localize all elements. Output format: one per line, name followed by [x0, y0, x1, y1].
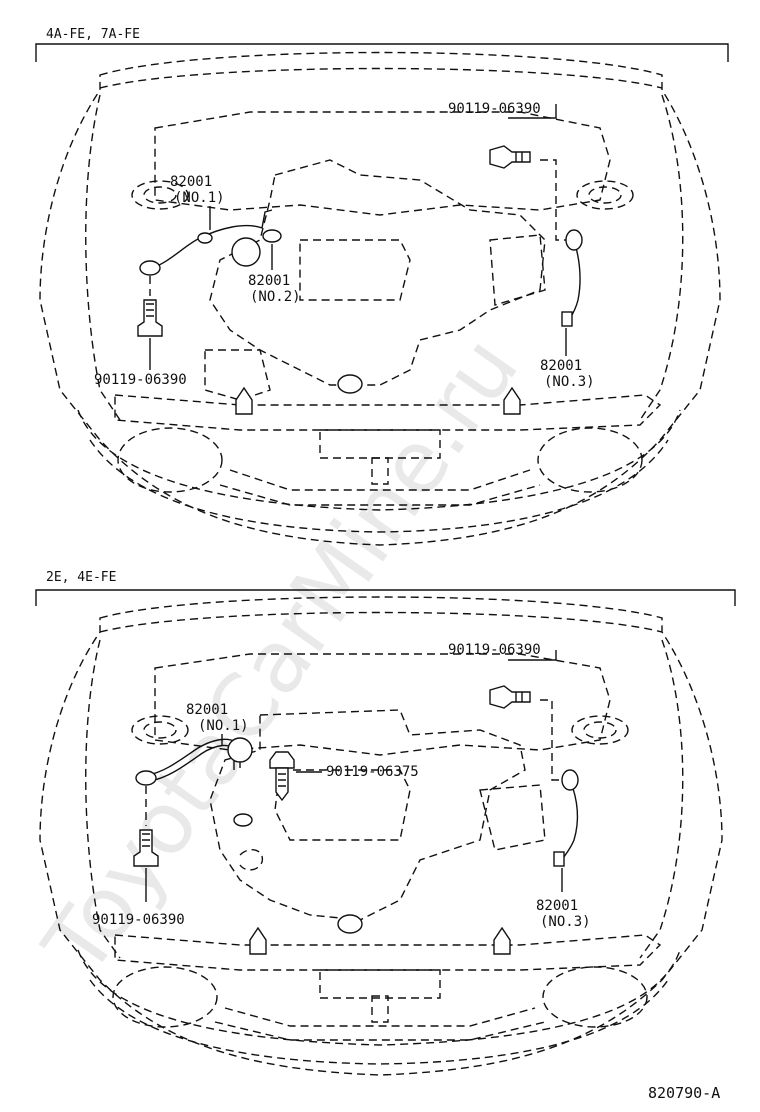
bolt-top-thread-1 [515, 152, 523, 162]
bumper-1 [77, 409, 681, 511]
headlight-right-1 [537, 427, 643, 493]
cable-terminal-no1-2a [135, 770, 157, 786]
label-cable3-part-1: 82001 [540, 358, 582, 374]
bolt-mid-thread-2 [278, 773, 286, 787]
ground-cable-no3 [567, 239, 581, 323]
label-cable1-no-2: (NO.1) [198, 718, 249, 734]
mount-post-left-1 [235, 386, 253, 415]
crossmember-1 [114, 394, 662, 431]
label-cable3-no-2: (NO.3) [540, 914, 591, 930]
cable-terminal-no1-a [139, 260, 161, 276]
strut-cap-right-1 [588, 186, 622, 204]
cable-terminal-no3-2a [561, 769, 579, 791]
section-2-header: 2E, 4E-FE [46, 570, 116, 585]
bolt-left-2 [133, 829, 159, 867]
engine-detail-a-1 [299, 239, 411, 301]
section-2: 2E, 4E-FE [35, 570, 736, 1076]
bolt-left-1 [137, 299, 163, 337]
grille-2 [224, 1007, 536, 1027]
cable-grommet-no1-2 [227, 737, 253, 763]
cable-terminal-no3-a [565, 229, 583, 251]
leader-bolt-top-1 [508, 104, 557, 119]
mount-post-right-2 [493, 926, 511, 955]
engine-detail-c-1 [204, 349, 271, 401]
fender-right-2 [639, 639, 684, 959]
bolt-top-1 [489, 145, 531, 169]
fender-right-1 [639, 94, 684, 421]
hood-inner-2 [99, 611, 663, 633]
cable-terminal-no3-b [561, 311, 573, 327]
bumper-2 [77, 949, 681, 1046]
section-1: 4A-FE, 7A-FE [35, 27, 729, 546]
engine-mount-1 [337, 374, 363, 394]
lower-frame-1 [319, 429, 441, 459]
engine-block-2 [209, 709, 526, 921]
lower-frame-2 [319, 969, 441, 999]
bolt-mid-2 [269, 751, 295, 769]
bolt-top-2 [489, 685, 531, 709]
strut-tower-right-2 [571, 715, 629, 745]
label-cable1-part-1: 82001 [170, 174, 212, 190]
headlight-left-2 [112, 966, 218, 1028]
strut-cap-left-2 [143, 721, 177, 739]
label-bolt-top-2: 90119-06390 [448, 642, 541, 658]
strut-cap-right-2 [583, 721, 617, 739]
label-cable2-no-1: (NO.2) [250, 289, 301, 305]
fender-left-1 [85, 94, 121, 421]
cable-end-no1 [261, 209, 273, 229]
label-cable3-part-2: 82001 [536, 898, 578, 914]
fender-left-2 [85, 639, 121, 959]
ground-cable-no3-2 [561, 779, 579, 861]
label-cable1-part-2: 82001 [186, 702, 228, 718]
cable-terminal-no3-2b [553, 851, 565, 867]
label-cable1-no-1: (NO.1) [174, 190, 225, 206]
bumper-lower-1 [89, 439, 669, 533]
mount-post-right-1 [503, 386, 521, 415]
bay-panel-1 [154, 111, 611, 216]
label-bolt-mid-2: 90119-06375 [326, 764, 419, 780]
headlight-left-1 [117, 427, 223, 493]
leader-bolt-to-cable-1 [540, 159, 566, 241]
hood-outline-2 [39, 596, 723, 1076]
engine-detail-b-2 [479, 784, 546, 851]
section-2-bracket [35, 589, 736, 606]
grille-lower-1 [219, 484, 541, 506]
diagram-reference: 820790-A [648, 1084, 720, 1102]
bolt-mid-shank-2 [275, 767, 289, 802]
headlight-right-2 [542, 966, 648, 1028]
cable-terminal-no1-2b [233, 813, 253, 827]
latch-2 [371, 995, 389, 1023]
cable-terminal-no2 [262, 229, 282, 243]
section-1-bracket [35, 43, 729, 62]
bolt-left-thread-1 [146, 303, 154, 317]
label-cable3-no-1: (NO.3) [544, 374, 595, 390]
bolt-left-thread-2 [142, 833, 150, 847]
bolt-top-thread-2 [515, 692, 523, 702]
section-1-header: 4A-FE, 7A-FE [46, 27, 140, 42]
crossmember-2 [114, 934, 662, 971]
engine-detail-b-1 [489, 234, 546, 306]
strut-tower-left-1 [131, 180, 189, 210]
mount-post-left-2 [249, 926, 267, 955]
strut-tower-left-2 [131, 715, 189, 745]
cable-terminal-no1-b [197, 232, 213, 244]
hose-2 [239, 848, 264, 871]
strut-cap-left-1 [143, 186, 177, 204]
hood-inner-1 [99, 67, 663, 89]
bay-panel-2 [154, 653, 611, 756]
strut-tower-right-1 [576, 180, 634, 210]
bumper-lower-2 [89, 979, 669, 1065]
label-cable2-part-1: 82001 [248, 273, 290, 289]
engine-detail-a-2 [274, 769, 411, 841]
leader-bolt-to-cable-2 [540, 699, 562, 781]
engine-mount-2 [337, 914, 363, 934]
hood-outline-1 [39, 51, 721, 546]
label-bolt-left-1: 90119-06390 [94, 372, 187, 388]
leader-bolt-top-2 [508, 650, 557, 661]
label-bolt-left-2: 90119-06390 [92, 912, 185, 928]
grille-1 [229, 469, 531, 491]
label-bolt-top-1: 90119-06390 [448, 101, 541, 117]
cable-grommet-no2 [231, 237, 261, 267]
